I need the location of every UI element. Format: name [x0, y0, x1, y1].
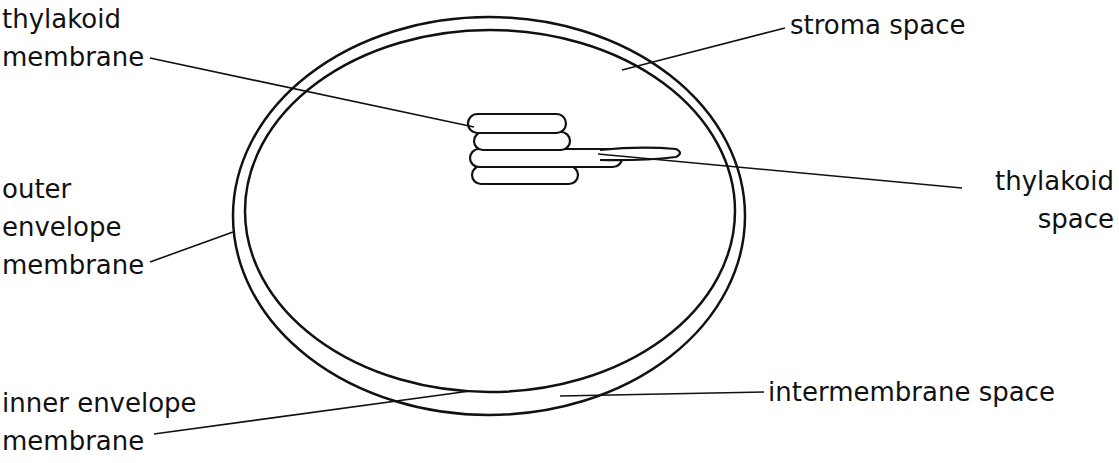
thylakoid [474, 132, 570, 150]
leader-line [150, 58, 474, 127]
part-label: stroma space [790, 6, 1110, 44]
leader-line [622, 28, 785, 70]
part-label: inner envelope membrane [2, 384, 232, 460]
thylakoid [470, 149, 622, 167]
inner-envelope [245, 30, 735, 392]
outer-envelope [233, 17, 745, 415]
part-label: intermembrane space [768, 373, 1114, 411]
part-label: thylakoid space [968, 162, 1114, 238]
leader-line [598, 154, 962, 188]
thylakoid [468, 114, 566, 133]
leader-line [150, 232, 233, 262]
thylakoid [472, 166, 578, 184]
leader-line [560, 392, 764, 396]
leader-line [154, 391, 470, 434]
part-label: outer envelope membrane [2, 170, 152, 284]
thylakoid-stack [468, 114, 680, 184]
part-label: thylakoid membrane [2, 0, 152, 76]
leader-lines [150, 28, 962, 434]
